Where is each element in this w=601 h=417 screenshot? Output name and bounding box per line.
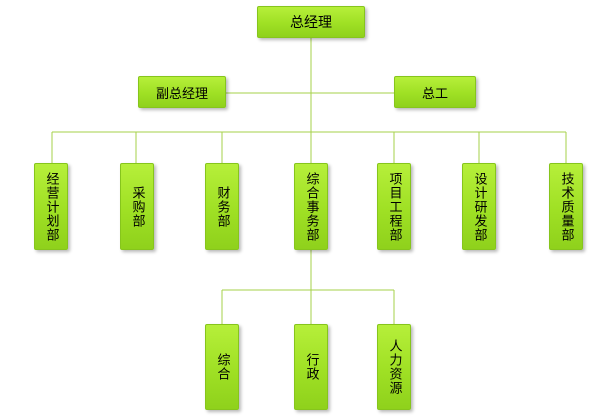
node-dept-general-affairs[interactable]: 综合事务部 xyxy=(294,163,328,250)
node-general-manager[interactable]: 总经理 xyxy=(257,6,365,38)
node-dept-technical-quality[interactable]: 技术质量部 xyxy=(549,163,583,250)
node-dept-project-engineering[interactable]: 项目工程部 xyxy=(377,163,411,250)
node-dept-design-rd[interactable]: 设计研发部 xyxy=(462,163,496,250)
node-dept-business-planning[interactable]: 经营计划部 xyxy=(34,163,68,250)
node-sub-general[interactable]: 综合 xyxy=(205,324,239,410)
node-deputy-general-manager[interactable]: 副总经理 xyxy=(138,76,226,108)
node-dept-finance[interactable]: 财务部 xyxy=(205,163,239,250)
node-chief-engineer[interactable]: 总工 xyxy=(394,76,476,108)
node-dept-procurement[interactable]: 采购部 xyxy=(120,163,154,250)
node-sub-administration[interactable]: 行政 xyxy=(294,324,328,410)
node-sub-human-resources[interactable]: 人力资源 xyxy=(377,324,411,410)
